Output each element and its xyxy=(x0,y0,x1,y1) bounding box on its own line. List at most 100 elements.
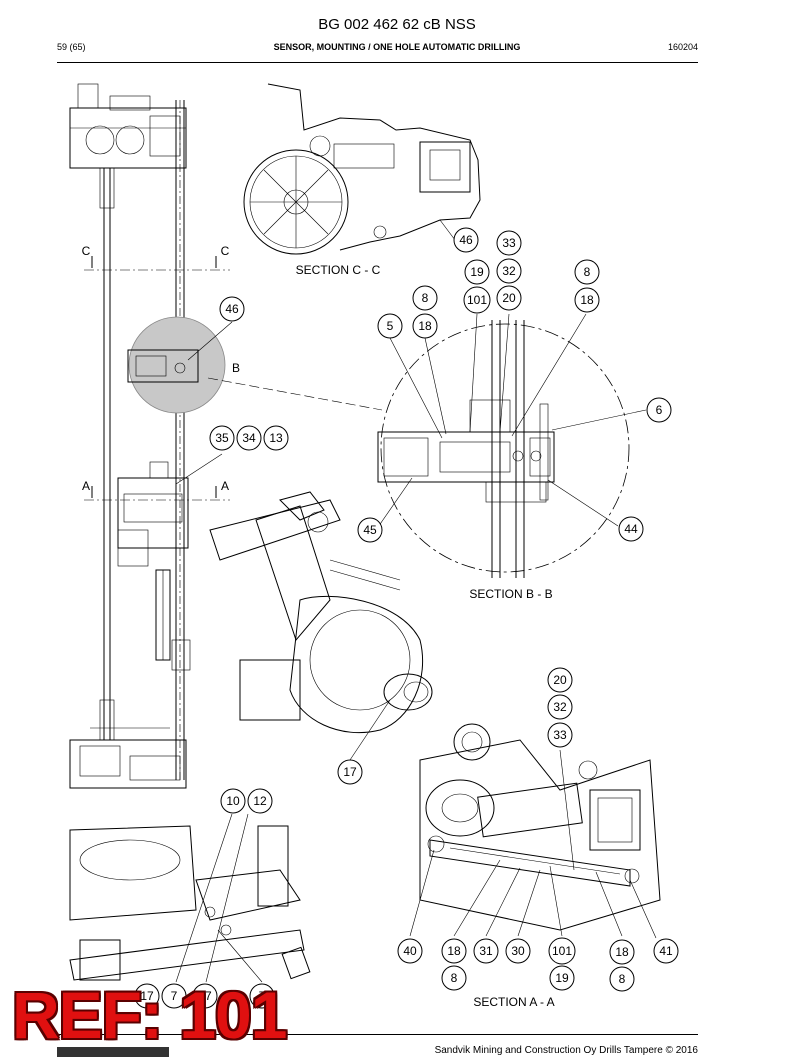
callout-bubble: 6 xyxy=(646,397,672,423)
svg-text:41: 41 xyxy=(659,944,673,958)
svg-text:30: 30 xyxy=(511,944,525,958)
callout-bubble: 20 xyxy=(547,667,573,693)
section-title: SENSOR, MOUNTING / ONE HOLE AUTOMATIC DR… xyxy=(273,42,521,52)
callout-bubble: 34 xyxy=(236,425,262,451)
svg-text:17: 17 xyxy=(343,765,357,779)
svg-text:32: 32 xyxy=(502,264,516,278)
callout-bubble: 101 xyxy=(548,937,576,965)
callout-bubble: 5 xyxy=(377,313,403,339)
callout-bubble: 33 xyxy=(547,722,573,748)
cut-mark-c-right: C xyxy=(221,244,230,258)
svg-text:45: 45 xyxy=(363,523,377,537)
callout-bubble: 46 xyxy=(453,227,479,253)
svg-text:31: 31 xyxy=(479,944,493,958)
vertical-assembly-drawing xyxy=(69,83,230,789)
svg-text:6: 6 xyxy=(656,403,663,417)
callout-bubble: 12 xyxy=(247,788,273,814)
callout-bubble: 31 xyxy=(473,938,499,964)
section-c-title: SECTION C - C xyxy=(296,263,381,277)
svg-text:18: 18 xyxy=(447,944,461,958)
section-b-drawing xyxy=(207,320,630,578)
callout-bubble: 19 xyxy=(549,965,575,991)
callout-bubble: 40 xyxy=(397,938,423,964)
footer-rule xyxy=(57,1034,698,1035)
callout-bubble: 18 xyxy=(412,313,438,339)
callout-bubble: 18 xyxy=(441,938,467,964)
svg-text:19: 19 xyxy=(555,971,569,985)
svg-text:19: 19 xyxy=(470,265,484,279)
svg-text:44: 44 xyxy=(624,522,638,536)
callout-bubble: 8 xyxy=(441,965,467,991)
page-number: 59 (65) xyxy=(57,42,86,52)
svg-text:12: 12 xyxy=(253,794,267,808)
detail-mark-b: B xyxy=(232,361,240,375)
callout-bubble: 30 xyxy=(505,938,531,964)
svg-text:20: 20 xyxy=(502,291,516,305)
isometric-view-middle xyxy=(209,491,433,734)
svg-text:20: 20 xyxy=(553,673,567,687)
leader-lines xyxy=(175,219,657,983)
svg-text:10: 10 xyxy=(226,794,240,808)
svg-text:5: 5 xyxy=(387,319,394,333)
header-rule xyxy=(57,62,698,63)
callout-bubble: 19 xyxy=(464,259,490,285)
cut-mark-a-right: A xyxy=(221,479,229,493)
callout-bubble: 20 xyxy=(496,285,522,311)
callout-bubble: 101 xyxy=(463,286,491,314)
svg-text:46: 46 xyxy=(225,302,239,316)
callout-bubble: 8 xyxy=(412,285,438,311)
callout-bubble: 33 xyxy=(496,230,522,256)
callout-bubbles: 46 33 19 32 8 8 101 20 18 46 5 18 6 35 3… xyxy=(134,227,679,1009)
callout-bubble: 32 xyxy=(547,694,573,720)
svg-text:7: 7 xyxy=(259,989,266,1003)
svg-text:13: 13 xyxy=(269,431,283,445)
svg-text:34: 34 xyxy=(242,431,256,445)
svg-text:35: 35 xyxy=(215,431,229,445)
section-b-title: SECTION B - B xyxy=(469,587,552,601)
svg-text:101: 101 xyxy=(467,293,487,307)
svg-text:18: 18 xyxy=(580,293,594,307)
svg-text:18: 18 xyxy=(418,319,432,333)
svg-text:32: 32 xyxy=(553,700,567,714)
svg-text:17: 17 xyxy=(198,989,212,1003)
callout-bubble: 7 xyxy=(161,983,187,1009)
svg-text:8: 8 xyxy=(451,971,458,985)
svg-text:46: 46 xyxy=(459,233,473,247)
callout-bubble: 46 xyxy=(219,296,245,322)
callout-bubble: 18 xyxy=(609,939,635,965)
svg-text:8: 8 xyxy=(422,291,429,305)
callout-bubble: 18 xyxy=(574,287,600,313)
cut-mark-a-left: A xyxy=(82,479,90,493)
svg-text:17: 17 xyxy=(140,989,154,1003)
section-a-title: SECTION A - A xyxy=(473,995,554,1009)
callout-bubble: 8 xyxy=(574,259,600,285)
callout-bubble: 7 xyxy=(249,983,275,1009)
svg-text:33: 33 xyxy=(553,728,567,742)
callout-bubble: 44 xyxy=(618,516,644,542)
callout-bubble: 13 xyxy=(263,425,289,451)
cut-mark-c-left: C xyxy=(82,244,91,258)
section-c-drawing xyxy=(243,83,481,255)
svg-text:7: 7 xyxy=(171,989,178,1003)
svg-text:18: 18 xyxy=(615,945,629,959)
document-code: BG 002 462 62 cB NSS xyxy=(318,16,476,33)
callout-bubble: 41 xyxy=(653,938,679,964)
callout-bubble: 35 xyxy=(209,425,235,451)
callout-bubble: 17 xyxy=(134,983,160,1009)
document-date: 160204 xyxy=(667,42,698,52)
section-a-drawing xyxy=(419,723,661,931)
callout-bubble: 17 xyxy=(337,759,363,785)
callout-bubble: 32 xyxy=(496,258,522,284)
isometric-view-bottom-left xyxy=(69,825,311,981)
svg-text:40: 40 xyxy=(403,944,417,958)
footer-copyright: Sandvik Mining and Construction Oy Drill… xyxy=(434,1045,698,1056)
callout-bubble: 10 xyxy=(220,788,246,814)
svg-text:101: 101 xyxy=(552,944,572,958)
company-logo xyxy=(57,1047,169,1057)
ref-stamp: REF: 101 xyxy=(12,978,287,1052)
svg-text:33: 33 xyxy=(502,236,516,250)
callout-bubble: 45 xyxy=(357,517,383,543)
callout-bubble: 8 xyxy=(609,966,635,992)
svg-text:8: 8 xyxy=(584,265,591,279)
